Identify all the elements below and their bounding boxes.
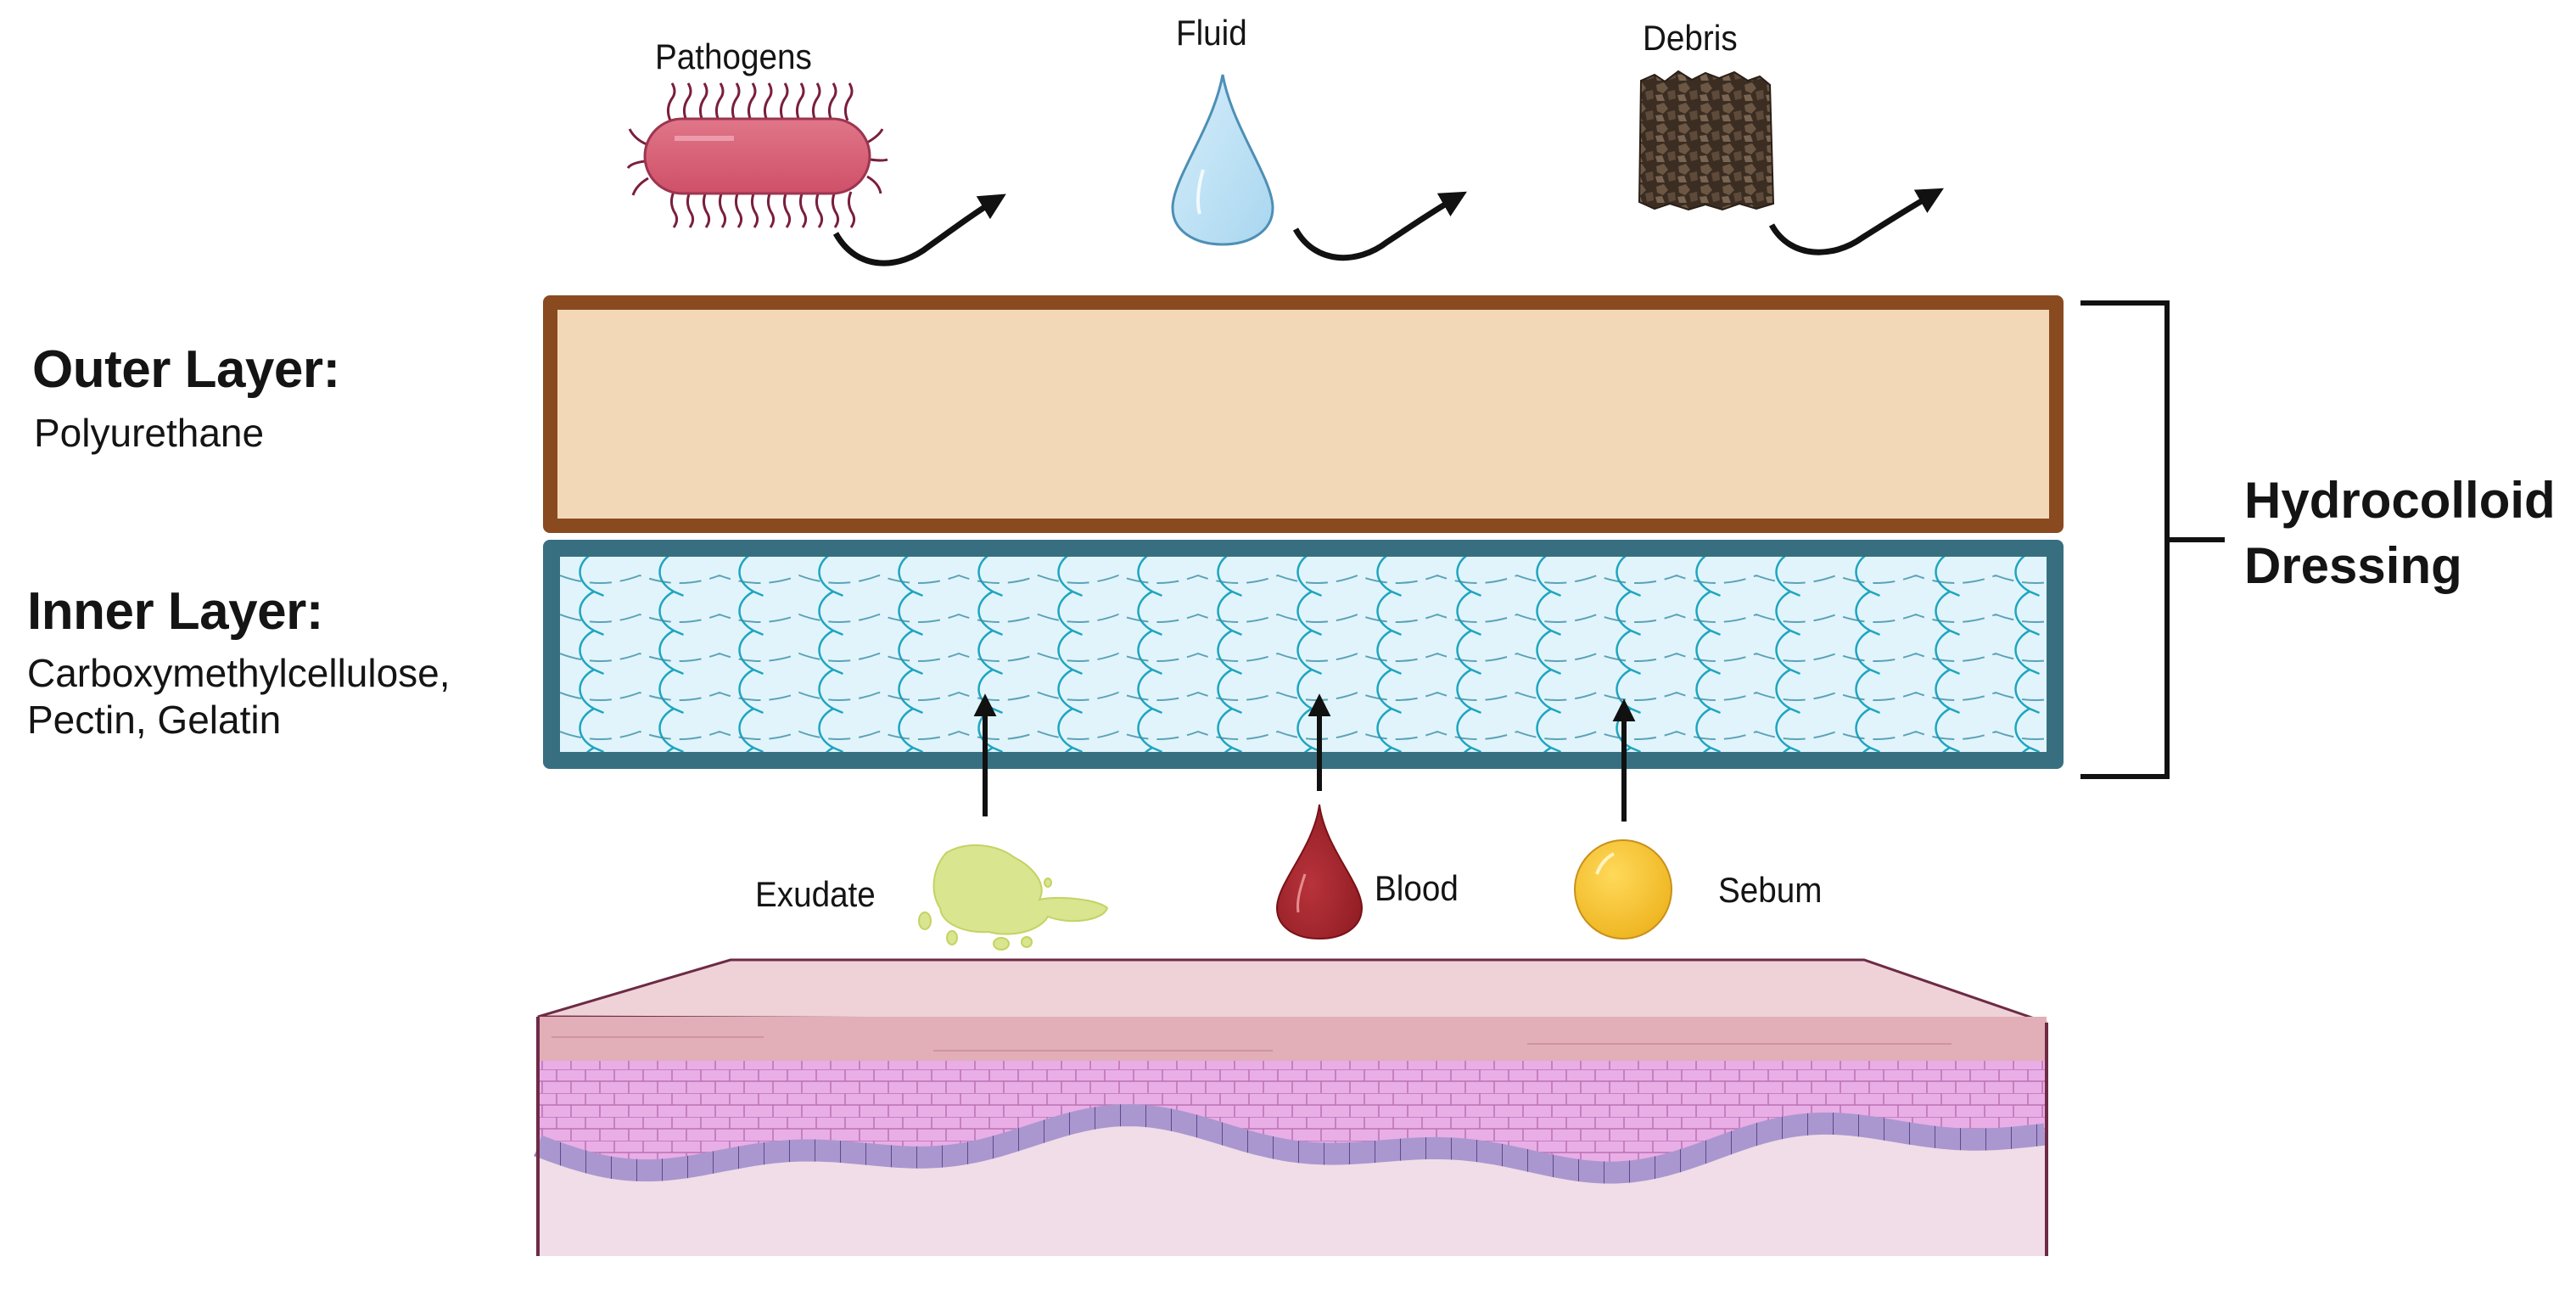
exit-arrow-1-icon <box>832 194 1006 266</box>
pathogens-label: Pathogens <box>655 36 812 76</box>
flagellum <box>847 191 856 228</box>
flagellum <box>766 191 776 228</box>
outer-layer-material: Polyurethane <box>34 411 265 455</box>
skin-outline <box>536 1017 2048 1256</box>
flagellum <box>798 191 808 228</box>
mesh-vertical-strand <box>898 557 923 752</box>
fluid-label: Fluid <box>1176 13 1247 53</box>
epidermis-layer <box>538 1061 2047 1181</box>
bacterium-icon <box>626 82 888 228</box>
flagellum <box>702 191 711 228</box>
flagellum <box>827 82 837 121</box>
dressing-title-line-2: Dressing <box>2244 536 2462 594</box>
mesh-horizontal-strand <box>560 574 2047 584</box>
dressing-title: Hydrocolloid Dressing <box>2244 468 2556 599</box>
inner-layer-heading: Inner Layer: <box>27 582 323 641</box>
hydrocolloid-mesh-pattern <box>560 557 2047 752</box>
water-drop-icon <box>1171 74 1274 246</box>
flagellum <box>669 191 679 228</box>
inner-layer-hydrocolloid <box>543 540 2064 769</box>
flagellum <box>698 82 708 121</box>
flagellum <box>815 191 824 228</box>
mesh-horizontal-strand <box>560 691 2047 701</box>
outer-layer-heading: Outer Layer: <box>32 340 340 399</box>
inner-layer-material-line-2: Pectin, Gelatin <box>27 698 282 742</box>
mesh-horizontal-strand <box>560 730 2047 740</box>
mesh-vertical-strand <box>1137 557 1162 752</box>
flagellum <box>831 191 840 228</box>
mesh-vertical-strand <box>658 557 684 752</box>
outer-layer-polyurethane <box>543 295 2064 533</box>
mesh-vertical-strand <box>977 557 1003 752</box>
skin-top-surface <box>537 958 2047 1024</box>
flagellum <box>795 82 805 121</box>
mesh-vertical-strand <box>1217 557 1242 752</box>
flagellum <box>626 160 646 169</box>
mesh-vertical-strand <box>1456 557 1481 752</box>
bracket-line <box>2080 300 2170 779</box>
mesh-vertical-strand <box>579 557 604 752</box>
exudate-label: Exudate <box>755 874 876 914</box>
flagellum <box>628 128 647 146</box>
dermis-layer <box>538 1017 2047 1256</box>
mesh-vertical-strand <box>818 557 843 752</box>
debris-label: Debris <box>1643 18 1738 58</box>
flagellum <box>843 82 854 121</box>
flagellum <box>686 191 695 228</box>
mesh-vertical-strand <box>1296 557 1322 752</box>
flagellum <box>631 177 649 196</box>
mesh-vertical-strand <box>1536 557 1561 752</box>
flagellum <box>682 82 692 121</box>
dressing-title-line-1: Hydrocolloid <box>2244 472 2556 529</box>
mesh-vertical-strand <box>1376 557 1402 752</box>
mesh-vertical-strand <box>1775 557 1800 752</box>
flagellum <box>782 191 792 228</box>
flagellum <box>866 175 882 194</box>
flagellum <box>763 82 773 121</box>
inner-layer-material-line-1: Carboxymethylcellulose, <box>27 651 451 695</box>
flagellum <box>731 82 741 121</box>
flagellum <box>734 191 743 228</box>
mesh-vertical-strand <box>2014 557 2040 752</box>
mesh-vertical-strand <box>1695 557 1721 752</box>
exit-arrow-2-icon <box>1292 191 1467 261</box>
blood-drop-icon <box>1275 804 1364 940</box>
mesh-vertical-strand <box>1057 557 1083 752</box>
mesh-horizontal-strand <box>560 652 2047 662</box>
mesh-horizontal-strand <box>560 613 2047 623</box>
stratum-corneum-layer <box>538 1017 2047 1061</box>
flagellum <box>718 191 727 228</box>
blood-label: Blood <box>1375 868 1459 908</box>
mesh-vertical-strand <box>1616 557 1641 752</box>
sebum-label: Sebum <box>1718 870 1823 910</box>
flagellum <box>779 82 789 121</box>
mesh-vertical-strand <box>1855 557 1880 752</box>
exudate-icon <box>918 844 1109 951</box>
mesh-vertical-strand <box>1935 557 1960 752</box>
mesh-vertical-strand <box>738 557 764 752</box>
flagellum <box>750 191 759 228</box>
sebum-droplet-icon <box>1574 839 1672 939</box>
flagellum <box>811 82 821 121</box>
basal-layer <box>534 1104 2047 1184</box>
flagellum <box>666 82 676 121</box>
debris-icon <box>1638 70 1775 211</box>
flagellum <box>866 128 884 144</box>
flagellum <box>714 82 725 121</box>
exit-arrow-3-icon <box>1768 188 1944 255</box>
flagellum <box>747 82 757 121</box>
